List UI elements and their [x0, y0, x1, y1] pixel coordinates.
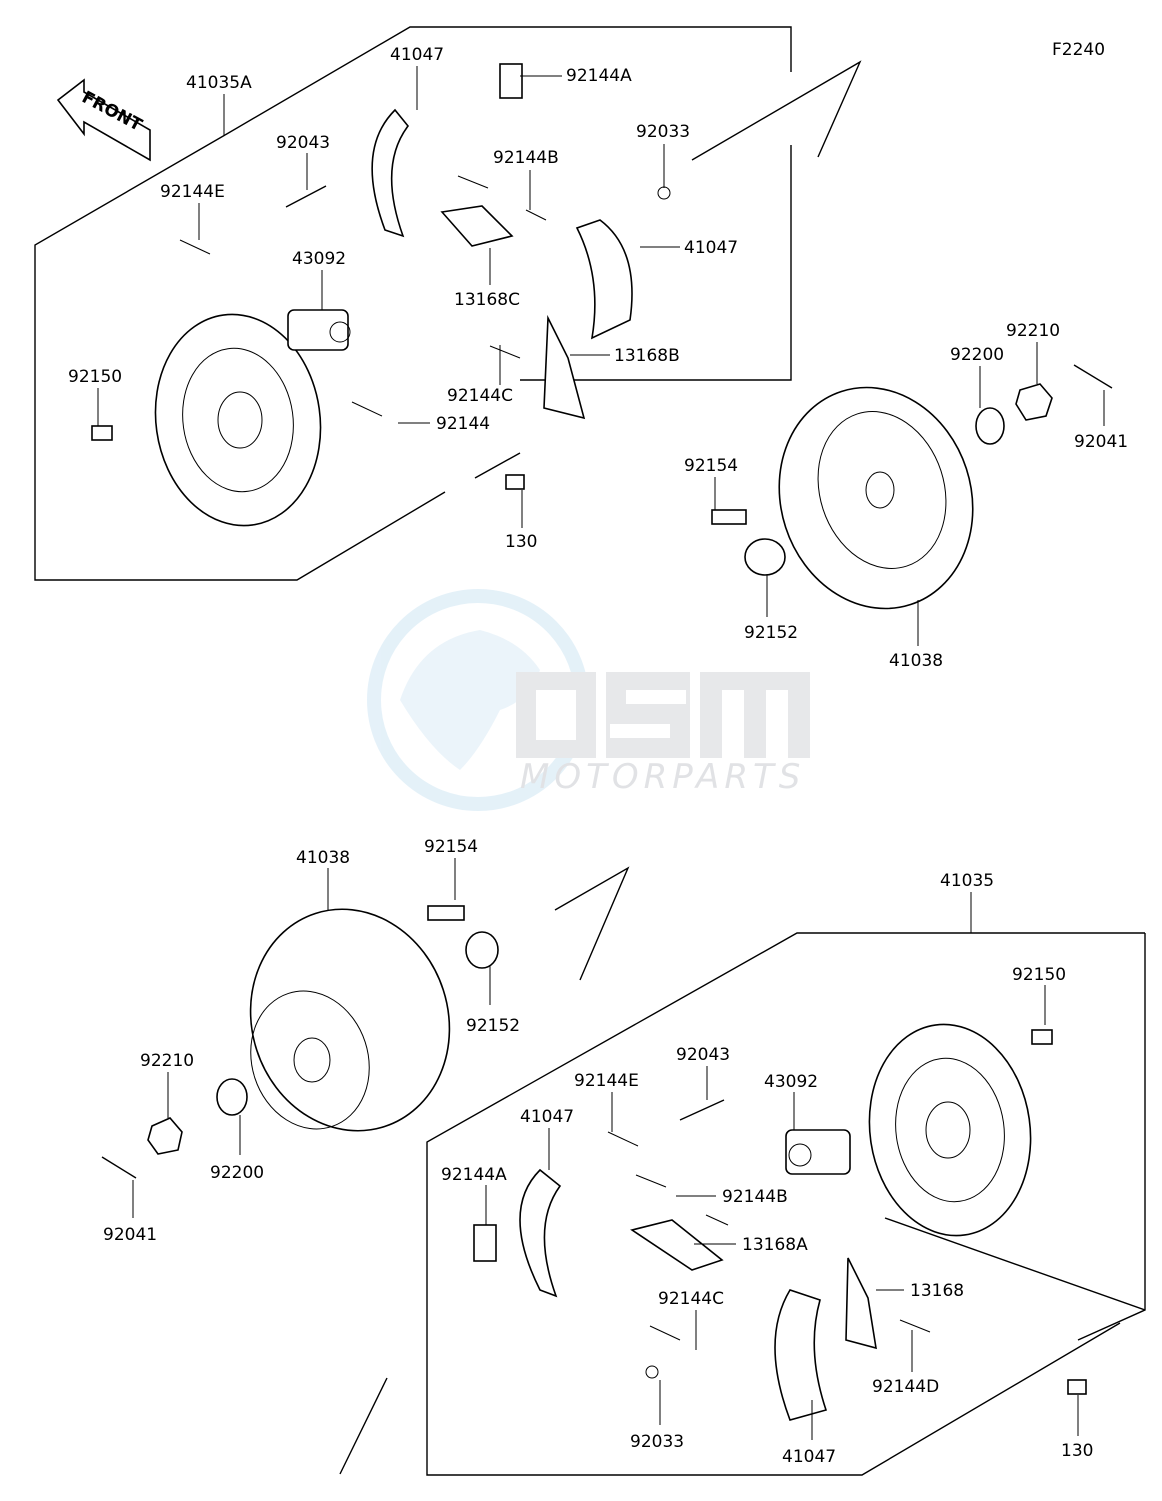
lower-parts [101, 858, 1087, 1440]
brake-shoe-right [575, 219, 633, 340]
label-92041: 92041 [1074, 432, 1128, 452]
label-41047: 41047 [520, 1107, 574, 1127]
label-13168A: 13168A [742, 1235, 808, 1255]
wheel-cylinder-lower [785, 1129, 851, 1175]
washer-92200-lower [216, 1078, 248, 1116]
watermark: MOTORPARTS [367, 589, 810, 811]
label-13168C: 13168C [454, 290, 520, 310]
label-130: 130 [1061, 1441, 1093, 1461]
bolt-130-lower [1067, 1379, 1087, 1395]
brake-shoe-lower-right [774, 1289, 828, 1421]
label-41047: 41047 [390, 45, 444, 65]
label-41035A: 41035A [186, 73, 252, 93]
label-92043: 92043 [676, 1045, 730, 1065]
label-130: 130 [505, 532, 537, 552]
label-92144C: 92144C [658, 1289, 724, 1309]
lever-13168A [630, 1219, 724, 1271]
label-92144E: 92144E [574, 1071, 639, 1091]
lever-13168C [440, 205, 514, 247]
watermark-text: MOTORPARTS [520, 757, 805, 797]
label-92144A: 92144A [566, 66, 632, 86]
nut-92210-upper [1015, 383, 1053, 421]
backing-plate-lower [868, 1023, 1032, 1237]
labels: F2240 41035A 41047 92144A 92043 92144B 9… [68, 40, 1128, 1467]
label-92210: 92210 [1006, 321, 1060, 341]
stud-92154-lower [427, 905, 465, 921]
brake-shoe-lower-left [519, 1168, 562, 1298]
label-92033: 92033 [630, 1432, 684, 1452]
backing-plate [154, 313, 322, 527]
label-92154: 92154 [424, 837, 478, 857]
brake-drum-upper [778, 386, 974, 610]
seal-92152-upper [744, 538, 786, 576]
label-92152: 92152 [744, 623, 798, 643]
brake-drum-lower [249, 908, 451, 1132]
upper-boundary [34, 26, 862, 581]
label-92033: 92033 [636, 122, 690, 142]
label-92200: 92200 [210, 1163, 264, 1183]
upper-parts [91, 63, 1113, 646]
label-92144D: 92144D [872, 1377, 939, 1397]
label-43092: 43092 [764, 1072, 818, 1092]
label-92144: 92144 [436, 414, 490, 434]
wheel-cylinder [287, 309, 349, 351]
clip-92144A [499, 63, 523, 99]
label-13168B: 13168B [614, 346, 680, 366]
label-41047: 41047 [684, 238, 738, 258]
label-92154: 92154 [684, 456, 738, 476]
label-92210: 92210 [140, 1051, 194, 1071]
clip-92144A-lower [473, 1224, 497, 1262]
label-92144B: 92144B [722, 1187, 788, 1207]
label-92144B: 92144B [493, 148, 559, 168]
bolt-92150-lower [1031, 1029, 1053, 1045]
label-92200: 92200 [950, 345, 1004, 365]
label-43092: 43092 [292, 249, 346, 269]
label-41038: 41038 [296, 848, 350, 868]
label-92144C: 92144C [447, 386, 513, 406]
label-92144E: 92144E [160, 182, 225, 202]
label-92043: 92043 [276, 133, 330, 153]
label-92041: 92041 [103, 1225, 157, 1245]
brake-shoe-upper [371, 108, 410, 238]
label-41035: 41035 [940, 871, 994, 891]
washer-92200-upper [975, 407, 1005, 445]
label-41047: 41047 [782, 1447, 836, 1467]
bolt-130-upper [505, 474, 525, 490]
lever-13168B [543, 314, 586, 420]
front-arrow: FRONT [56, 78, 151, 162]
lever-13168 [845, 1257, 877, 1350]
lower-boundary [339, 866, 1146, 1476]
diagram-code: F2240 [1052, 40, 1105, 60]
bolt-92150 [91, 425, 113, 441]
stud-92154-upper [711, 509, 747, 525]
nut-92210-lower [147, 1117, 183, 1155]
label-41038: 41038 [889, 651, 943, 671]
label-92150: 92150 [1012, 965, 1066, 985]
label-92150: 92150 [68, 367, 122, 387]
label-13168: 13168 [910, 1281, 964, 1301]
seal-92152-lower [465, 931, 499, 969]
label-92152: 92152 [466, 1016, 520, 1036]
label-92144A: 92144A [441, 1165, 507, 1185]
